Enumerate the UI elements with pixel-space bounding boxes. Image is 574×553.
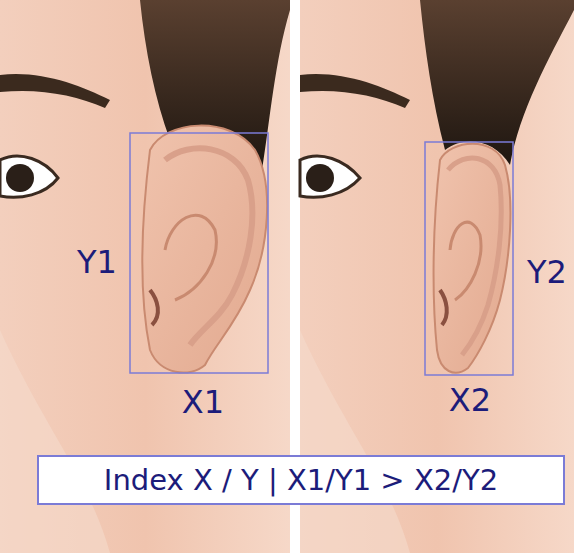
formula-text: Index X / Y | X1/Y1 > X2/Y2 [104, 463, 498, 497]
dimension-label: Y2 [527, 256, 567, 288]
formula-box: Index X / Y | X1/Y1 > X2/Y2 [37, 455, 565, 505]
dimension-label: Y1 [77, 246, 117, 278]
dimension-label: X1 [182, 386, 224, 418]
dimension-label: X2 [449, 384, 491, 416]
